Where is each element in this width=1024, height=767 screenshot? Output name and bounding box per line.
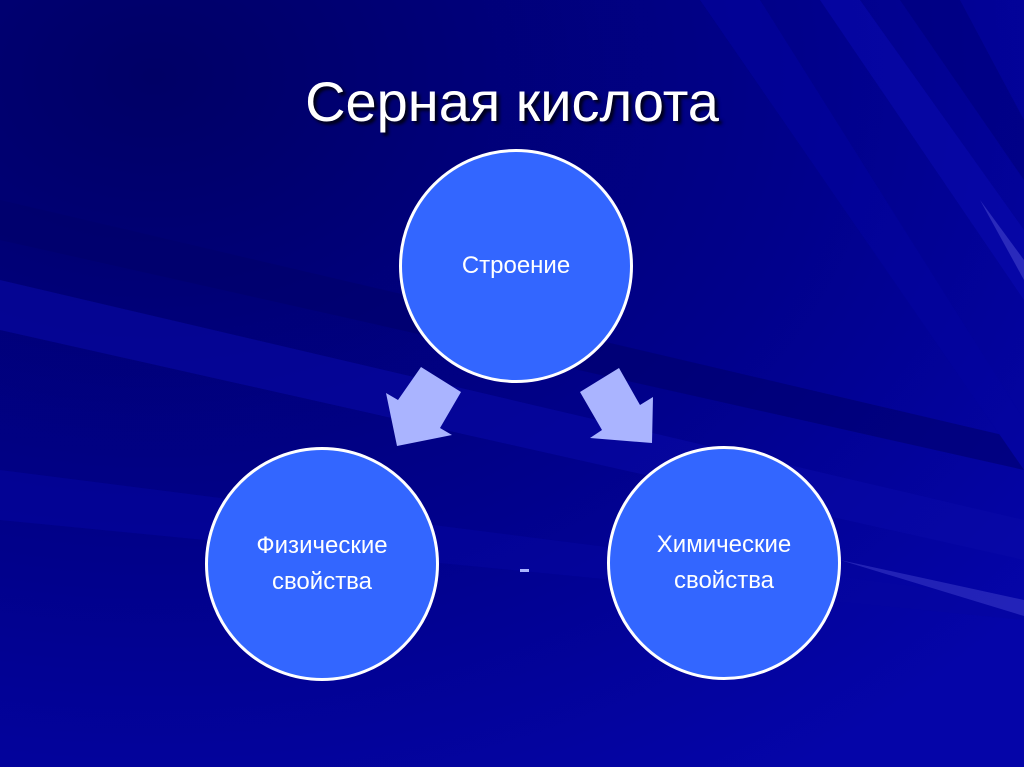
node-physical-label-line1: Физические: [256, 532, 388, 559]
node-structure-label: Строение: [461, 252, 571, 279]
node-physical-label-line2: свойства: [271, 568, 373, 595]
node-chemical-label-line1: Химические: [656, 531, 792, 558]
slide-title: Серная кислота: [305, 70, 719, 133]
node-physical-properties: Физические свойства: [205, 447, 439, 681]
node-structure: Строение: [399, 149, 633, 383]
node-chemical-properties: Химические свойства: [607, 446, 841, 680]
stray-mark: [520, 569, 529, 572]
node-chemical-label-line2: свойства: [673, 567, 775, 594]
